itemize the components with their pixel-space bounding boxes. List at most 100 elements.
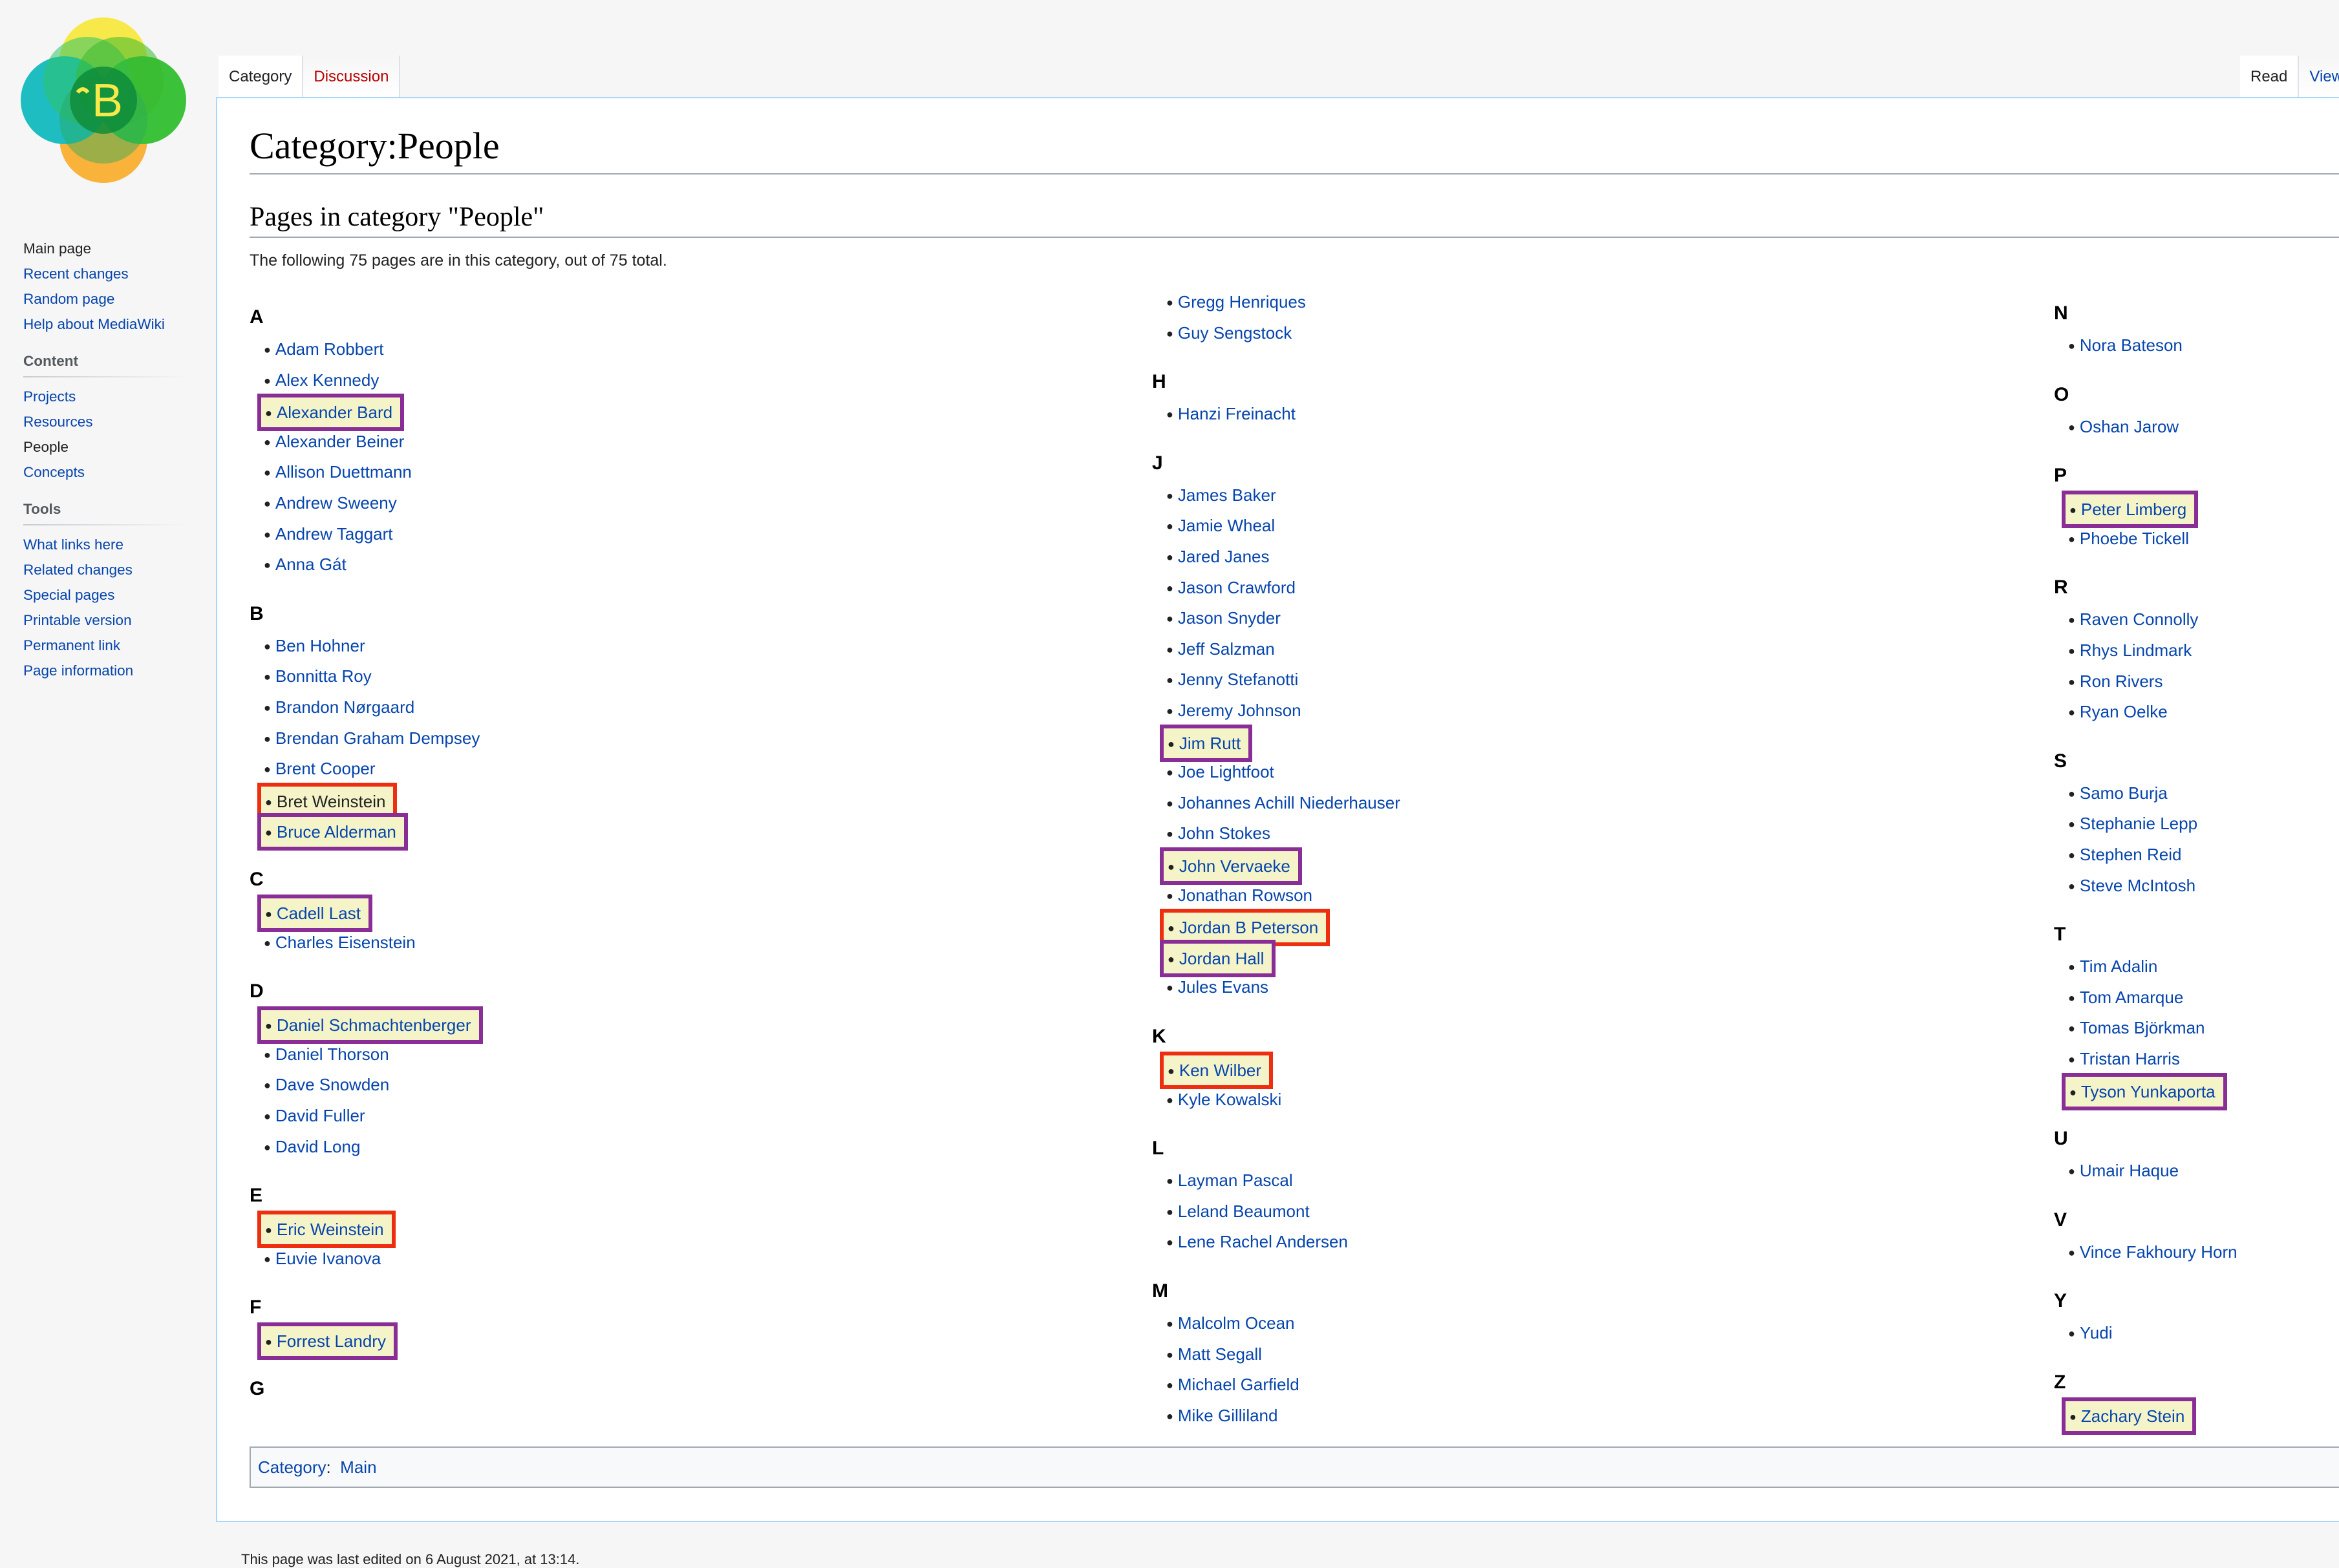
category-member-euvie-ivanova[interactable]: ●Euvie Ivanova — [264, 1245, 381, 1271]
category-member-anna-g-t[interactable]: ●Anna Gát — [264, 551, 347, 577]
category-member-leland-beaumont[interactable]: ●Leland Beaumont — [1166, 1198, 1310, 1224]
category-member-david-long[interactable]: ●David Long — [264, 1134, 360, 1160]
site-logo[interactable]: B — [19, 16, 187, 184]
category-member-jamie-wheal[interactable]: ●Jamie Wheal — [1166, 513, 1275, 538]
category-member-andrew-sweeny[interactable]: ●Andrew Sweeny — [264, 490, 397, 516]
category-member-layman-pascal[interactable]: ●Layman Pascal — [1166, 1167, 1293, 1193]
category-member-nora-bateson[interactable]: ●Nora Bateson — [2068, 332, 2183, 358]
category-member-eric-weinstein[interactable]: ●Eric Weinstein — [257, 1211, 396, 1249]
category-member-forrest-landry[interactable]: ●Forrest Landry — [257, 1322, 398, 1361]
category-member-hanzi-freinacht[interactable]: ●Hanzi Freinacht — [1166, 401, 1296, 427]
category-member-john-vervaeke[interactable]: ●John Vervaeke — [1160, 847, 1302, 885]
category-member-stephen-reid[interactable]: ●Stephen Reid — [2068, 842, 2181, 867]
category-member-ben-hohner[interactable]: ●Ben Hohner — [264, 633, 365, 659]
category-member-tim-adalin[interactable]: ●Tim Adalin — [2068, 953, 2157, 979]
category-member-james-baker[interactable]: ●James Baker — [1166, 482, 1276, 508]
category-member-jason-crawford[interactable]: ●Jason Crawford — [1166, 575, 1296, 600]
category-member-zachary-stein[interactable]: ●Zachary Stein — [2062, 1397, 2197, 1435]
sidebar-item-people[interactable]: People — [23, 439, 69, 455]
category-member-alexander-bard[interactable]: ●Alexander Bard — [257, 394, 405, 432]
category-member-ryan-oelke[interactable]: ●Ryan Oelke — [2068, 699, 2168, 725]
category-member-matt-segall[interactable]: ●Matt Segall — [1166, 1341, 1262, 1367]
category-member-tyson-yunkaporta[interactable]: ●Tyson Yunkaporta — [2062, 1072, 2227, 1110]
category-member-umair-haque[interactable]: ●Umair Haque — [2068, 1158, 2179, 1183]
section-letter-m: M — [1152, 1280, 1168, 1302]
category-member-stephanie-lepp[interactable]: ●Stephanie Lepp — [2068, 810, 2197, 836]
sidebar-item-recent-changes[interactable]: Recent changes — [23, 266, 129, 282]
category-member-dave-snowden[interactable]: ●Dave Snowden — [264, 1072, 389, 1097]
bullet-icon: ● — [2069, 503, 2077, 517]
bullet-icon: ● — [264, 670, 271, 684]
category-member-ron-rivers[interactable]: ●Ron Rivers — [2068, 668, 2163, 694]
category-member-ken-wilber[interactable]: ●Ken Wilber — [1160, 1052, 1274, 1089]
category-member-michael-garfield[interactable]: ●Michael Garfield — [1166, 1372, 1299, 1397]
category-member-alexander-beiner[interactable]: ●Alexander Beiner — [264, 429, 404, 454]
category-member-john-stokes[interactable]: ●John Stokes — [1166, 820, 1270, 846]
sidebar-item-projects[interactable]: Projects — [23, 388, 76, 405]
sidebar-item-page-information[interactable]: Page information — [23, 662, 134, 679]
sidebar-item-what-links-here[interactable]: What links here — [23, 536, 124, 553]
category-member-tom-amarque[interactable]: ●Tom Amarque — [2068, 984, 2183, 1010]
category-member-alex-kennedy[interactable]: ●Alex Kennedy — [264, 367, 379, 393]
bullet-icon: ● — [264, 1252, 271, 1266]
category-member-adam-robbert[interactable]: ●Adam Robbert — [264, 336, 384, 362]
sidebar-item-main-page[interactable]: Main page — [23, 240, 92, 257]
category-member-jeremy-johnson[interactable]: ●Jeremy Johnson — [1166, 697, 1301, 723]
category-member-gregg-henriques[interactable]: ●Gregg Henriques — [1166, 289, 1306, 315]
category-member-jordan-hall[interactable]: ●Jordan Hall — [1160, 939, 1276, 977]
category-member-charles-eisenstein[interactable]: ●Charles Eisenstein — [264, 929, 416, 955]
sidebar-item-help-about-mediawiki[interactable]: Help about MediaWiki — [23, 316, 165, 332]
category-member-jenny-stefanotti[interactable]: ●Jenny Stefanotti — [1166, 666, 1298, 692]
tab-read[interactable]: Read — [2240, 56, 2300, 98]
category-member-brandon-n-rgaard[interactable]: ●Brandon Nørgaard — [264, 694, 414, 720]
category-member-andrew-taggart[interactable]: ●Andrew Taggart — [264, 521, 393, 547]
category-member-jeff-salzman[interactable]: ●Jeff Salzman — [1166, 636, 1275, 662]
category-member-malcolm-ocean[interactable]: ●Malcolm Ocean — [1166, 1310, 1295, 1336]
category-member-jason-snyder[interactable]: ●Jason Snyder — [1166, 605, 1281, 631]
category-member-peter-limberg[interactable]: ●Peter Limberg — [2062, 491, 2199, 529]
category-member-david-fuller[interactable]: ●David Fuller — [264, 1103, 365, 1128]
sidebar-item-random-page[interactable]: Random page — [23, 291, 115, 307]
category-member-tomas-bj-rkman[interactable]: ●Tomas Björkman — [2068, 1015, 2205, 1041]
sidebar-item-permanent-link[interactable]: Permanent link — [23, 637, 121, 653]
tab-discussion[interactable]: Discussion — [303, 56, 401, 98]
category-member-johannes-achill-niederhauser[interactable]: ●Johannes Achill Niederhauser — [1166, 790, 1400, 816]
category-member-allison-duettmann[interactable]: ●Allison Duettmann — [264, 459, 412, 485]
sidebar-item-concepts[interactable]: Concepts — [23, 464, 85, 480]
category-member-cadell-last[interactable]: ●Cadell Last — [257, 895, 372, 932]
category-member-rhys-lindmark[interactable]: ●Rhys Lindmark — [2068, 637, 2192, 663]
category-member-vince-fakhoury-horn[interactable]: ●Vince Fakhoury Horn — [2068, 1239, 2238, 1265]
sidebar-item-related-changes[interactable]: Related changes — [23, 562, 133, 578]
category-member-bonnitta-roy[interactable]: ●Bonnitta Roy — [264, 663, 372, 689]
category-member-jonathan-rowson[interactable]: ●Jonathan Rowson — [1166, 882, 1312, 908]
category-member-oshan-jarow[interactable]: ●Oshan Jarow — [2068, 414, 2179, 440]
sidebar-item-resources[interactable]: Resources — [23, 414, 93, 430]
category-label-link[interactable]: Category — [258, 1457, 326, 1477]
category-member-jim-rutt[interactable]: ●Jim Rutt — [1160, 724, 1253, 762]
category-member-joe-lightfoot[interactable]: ●Joe Lightfoot — [1166, 759, 1274, 785]
category-member-mike-gilliland[interactable]: ●Mike Gilliland — [1166, 1403, 1277, 1428]
category-member-kyle-kowalski[interactable]: ●Kyle Kowalski — [1166, 1086, 1281, 1112]
category-member-phoebe-tickell[interactable]: ●Phoebe Tickell — [2068, 525, 2189, 551]
category-member-jules-evans[interactable]: ●Jules Evans — [1166, 974, 1268, 1000]
sidebar-item-printable-version[interactable]: Printable version — [23, 612, 132, 628]
category-member-bruce-alderman[interactable]: ●Bruce Alderman — [257, 813, 408, 851]
category-member-samo-burja[interactable]: ●Samo Burja — [2068, 780, 2168, 806]
category-main-link[interactable]: Main — [340, 1457, 377, 1477]
category-member-tristan-harris[interactable]: ●Tristan Harris — [2068, 1046, 2180, 1072]
sidebar-item-special-pages[interactable]: Special pages — [23, 587, 115, 603]
tab-view[interactable]: View — [2299, 56, 2339, 98]
category-member-yudi[interactable]: ●Yudi — [2068, 1320, 2112, 1346]
category-member-brent-cooper[interactable]: ●Brent Cooper — [264, 756, 376, 781]
category-member-daniel-thorson[interactable]: ●Daniel Thorson — [264, 1041, 389, 1067]
category-member-lene-rachel-andersen[interactable]: ●Lene Rachel Andersen — [1166, 1229, 1348, 1255]
category-member-brendan-graham-dempsey[interactable]: ●Brendan Graham Dempsey — [264, 725, 480, 751]
category-member-daniel-schmachtenberger[interactable]: ●Daniel Schmachtenberger — [257, 1006, 483, 1044]
category-member-raven-connolly[interactable]: ●Raven Connolly — [2068, 606, 2198, 632]
category-member-jared-janes[interactable]: ●Jared Janes — [1166, 544, 1270, 569]
category-member-guy-sengstock[interactable]: ●Guy Sengstock — [1166, 320, 1292, 346]
category-member-steve-mcintosh[interactable]: ●Steve McIntosh — [2068, 873, 2195, 898]
category-member-label: Jim Rutt — [1179, 733, 1241, 753]
tab-category[interactable]: Category — [219, 56, 304, 98]
